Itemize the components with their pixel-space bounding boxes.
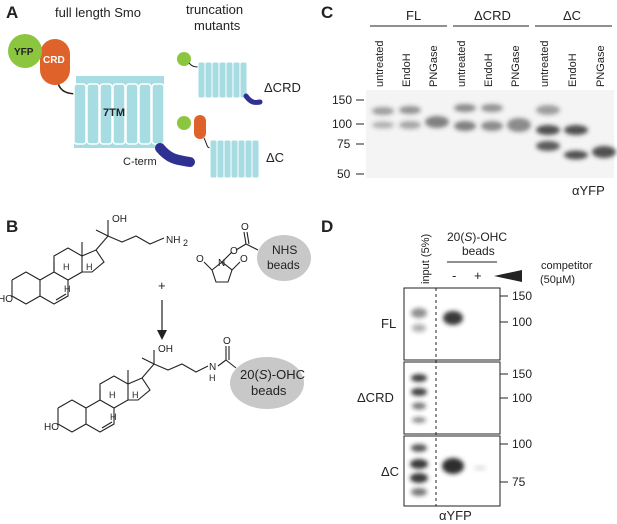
chem-h: H (64, 284, 71, 294)
lane-label: untreated (456, 41, 468, 87)
chem-oh: OH (158, 344, 173, 355)
mw-marker: 150 (512, 367, 532, 381)
nhs-bead-line1: NHS (272, 243, 297, 257)
c-term-label: C-term (123, 156, 157, 168)
lane-label: EndoH (567, 53, 579, 87)
dcrd-yfp (177, 52, 191, 66)
chem-h: H (109, 390, 116, 400)
reaction-plus: + (158, 278, 166, 293)
chem-o: O (240, 254, 248, 265)
ohc-bead-line1: 20(S)-OHC (240, 367, 305, 382)
crd-domain (40, 39, 70, 85)
group-label-dc: ΔC (563, 8, 581, 23)
input-label: input (5%) (420, 234, 432, 284)
chem-n: N (218, 258, 225, 269)
chem-nh2-sub: 2 (183, 238, 188, 248)
dc-label: ΔC (266, 150, 284, 165)
full-length-smo-diagram: 7TM C-term CRD YFP (8, 34, 195, 168)
mw-marker: 50 (337, 167, 351, 181)
competitor-label-line1: competitor (541, 260, 593, 272)
panel-c: C FL ΔCRD ΔC untreated EndoH PNGase untr… (321, 3, 616, 198)
dc-crd (194, 115, 206, 139)
chem-amide-o: O (223, 336, 231, 347)
chem-o: O (241, 222, 249, 233)
lane-labels: untreated EndoH PNGase untreated EndoH P… (374, 41, 607, 87)
tm-helices (73, 83, 165, 145)
chem-ho: HO (44, 422, 59, 433)
chem-amide-n: N (209, 362, 216, 373)
panel-b-label: B (6, 217, 18, 236)
chem-oh: OH (112, 214, 127, 225)
competitor-minus: - (452, 268, 456, 283)
lane-label: EndoH (401, 53, 413, 87)
lane-label: PNGase (595, 45, 607, 87)
sterol-amine-structure: OH NH 2 HO H H H (0, 214, 188, 305)
panel-d-label: D (321, 217, 333, 236)
mw-markers-c: 150 100 75 50 (332, 93, 364, 181)
antibody-label-c: αYFP (572, 183, 605, 198)
mw-marker: 100 (512, 315, 532, 329)
lane-label: untreated (374, 41, 386, 87)
competitor-plus: + (474, 268, 482, 283)
truncation-title-line2: mutants (194, 18, 241, 33)
mw-marker: 100 (512, 437, 532, 451)
group-label-dcrd: ΔCRD (474, 8, 511, 23)
chem-o: O (230, 246, 238, 257)
ohc-bead-structure: OH HO H H H N H O 20(S)-OHC beads (44, 336, 305, 433)
dc-mutant-diagram: ΔC (177, 115, 284, 179)
panel-a: A full length Smo truncation mutants 7TM… (6, 2, 301, 179)
mw-marker: 75 (512, 475, 526, 489)
truncation-title-line1: truncation (186, 2, 243, 17)
chem-h: H (110, 412, 117, 422)
chem-o: O (196, 254, 204, 265)
reaction-arrow-head (157, 330, 167, 340)
mw-marker: 100 (512, 391, 532, 405)
tm-label: 7TM (103, 107, 125, 119)
nhs-bead-line2: beads (267, 258, 300, 272)
lane-label: untreated (539, 41, 551, 87)
lane-label: PNGase (428, 45, 440, 87)
mw-marker: 75 (337, 137, 351, 151)
competitor-wedge (494, 270, 522, 282)
dcrd-label: ΔCRD (264, 80, 301, 95)
ohc-bead-line2: beads (251, 383, 287, 398)
yfp-domain (8, 34, 42, 68)
nhs-ester-structure: N O O O O NHS beads (196, 222, 311, 283)
chem-h: H (132, 390, 139, 400)
panel-d: D input (5%) 20(S)-OHC beads - + competi… (321, 217, 593, 523)
chem-nh2: NH (166, 235, 180, 246)
c-term-tail (155, 143, 195, 167)
row-label-fl: FL (381, 316, 396, 331)
mw-marker: 150 (512, 289, 532, 303)
group-label-fl: FL (406, 8, 421, 23)
mw-marker: 100 (332, 117, 352, 131)
crd-label: CRD (43, 55, 65, 66)
ohc-bead (230, 357, 304, 409)
row-label-dc: ΔC (381, 464, 399, 479)
dc-yfp (177, 116, 191, 130)
panel-a-label: A (6, 3, 18, 22)
chem-amide-h: H (209, 373, 216, 383)
chem-ho: HO (0, 294, 13, 305)
beads-label-line2: beads (462, 244, 495, 258)
yfp-label: YFP (14, 47, 34, 58)
row-label-dcrd: ΔCRD (357, 390, 394, 405)
dcrd-mutant-diagram: ΔCRD (177, 52, 301, 105)
western-blot-c (366, 90, 616, 178)
lane-label: EndoH (483, 53, 495, 87)
chem-h: H (86, 262, 93, 272)
blot-d-dcrd (403, 361, 501, 435)
panel-b: B OH NH 2 HO (0, 214, 311, 433)
lane-label: PNGase (510, 45, 522, 87)
chem-h: H (63, 262, 70, 272)
beads-label-line1: 20(S)-OHC (447, 230, 507, 244)
panel-c-label: C (321, 3, 333, 22)
mw-marker: 150 (332, 93, 352, 107)
antibody-label-d: αYFP (439, 508, 472, 523)
full-length-smo-title: full length Smo (55, 5, 141, 20)
competitor-label-line2: (50µM) (540, 274, 575, 286)
nhs-bead (257, 235, 311, 281)
